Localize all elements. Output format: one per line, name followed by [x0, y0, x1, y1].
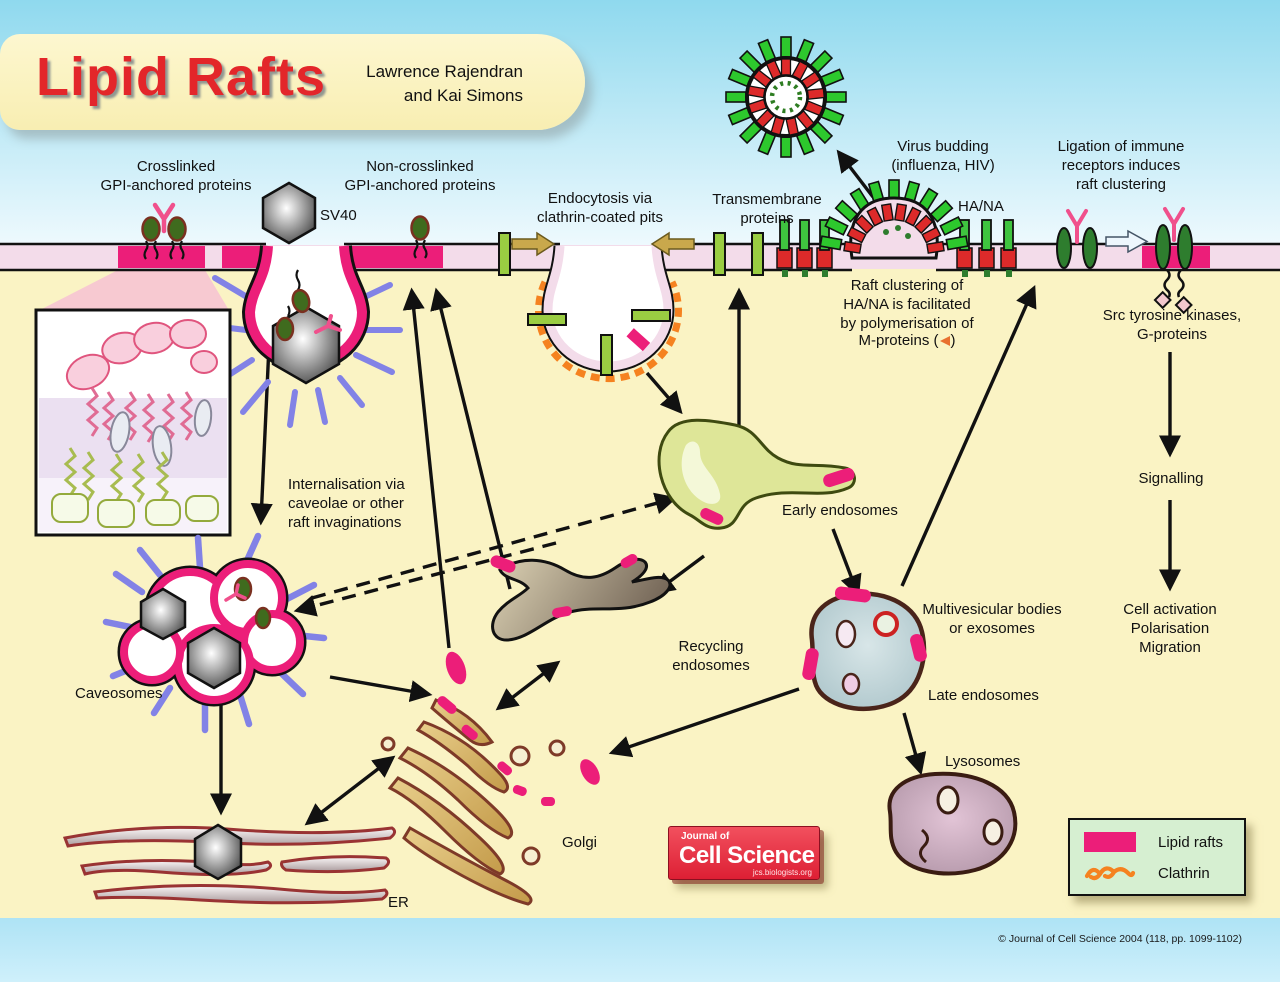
- lipid-raft-swatch: [1084, 832, 1136, 852]
- pit-transmembrane-bars: [527, 309, 671, 376]
- transmembrane-proteins: [498, 232, 764, 276]
- logo-cell-science: Cell Science: [679, 842, 815, 869]
- gpi-in-caveola: [275, 269, 342, 342]
- logo-journal-of: Journal of: [681, 831, 730, 842]
- sv40-in-caveosome: [139, 587, 187, 641]
- label-early-endosomes: Early endosomes: [782, 502, 898, 519]
- label-raft-clustering: Raft clustering of HA/NA is facilitated …: [840, 277, 974, 333]
- label-golgi: Golgi: [562, 834, 598, 851]
- title-banner: Lipid Rafts Lawrence Rajendran and Kai S…: [0, 34, 585, 130]
- poster-title: Lipid Rafts: [36, 47, 326, 107]
- label-late-endosomes: Late endosomes: [928, 687, 1039, 704]
- sv40-in-caveosome: [186, 626, 242, 690]
- early-endosome: [657, 418, 856, 530]
- label-lysosomes: Lysosomes: [945, 753, 1021, 770]
- label-er: ER: [388, 894, 409, 911]
- crosslinked-gpi: [141, 202, 187, 260]
- caveola: [202, 245, 403, 428]
- label-hana: HA/NA: [958, 198, 1004, 215]
- label-endocytosis: Endocytosis via clathrin-coated pits: [537, 190, 663, 227]
- label-internalisation: Internalisation via caveolae or other ra…: [288, 476, 405, 532]
- label-ligation: Ligation of immune receptors induces raf…: [1057, 138, 1185, 194]
- label-src-kinases: Src tyrosine kinases, G-proteins: [1102, 307, 1242, 344]
- clathrin-pit: [527, 245, 682, 383]
- recycling-endosome: [490, 554, 672, 642]
- label-cell-activation: Cell activation Polarisation Migration: [1123, 601, 1217, 657]
- label-virus-budding: Virus budding (influenza, HIV): [891, 138, 995, 175]
- copyright: © Journal of Cell Science 2004 (118, pp.…: [998, 933, 1242, 945]
- m-proteins-prefix: M-proteins (: [858, 332, 939, 349]
- m-proteins-suffix: ): [950, 332, 956, 349]
- hana-spikes: [779, 219, 1014, 277]
- label-crosslinked-gpi: Crosslinked GPI-anchored proteins: [100, 158, 252, 195]
- label-multivesicular: Multivesicular bodies or exosomes: [922, 601, 1062, 638]
- clustering-arrow: [1105, 229, 1149, 254]
- pathway-arrows: [209, 149, 1182, 826]
- noncrosslinked-gpi: [410, 215, 430, 259]
- label-recycling-endosomes: Recycling endosomes: [672, 638, 750, 675]
- caveosome: [102, 532, 328, 734]
- raft-spotlight: [36, 270, 230, 312]
- label-noncrosslinked-gpi: Non-crosslinked GPI-anchored proteins: [344, 158, 496, 195]
- late-endosome: [802, 586, 927, 712]
- sv40-virion: [261, 181, 317, 245]
- virus-bud: [819, 179, 969, 260]
- g-protein: [1153, 290, 1172, 310]
- g-protein: [1174, 295, 1193, 315]
- sv40-on-er: [193, 823, 243, 881]
- clathrin-coat: [535, 280, 682, 383]
- endocytosis-direction-arrows: [511, 231, 695, 257]
- label-m-proteins: M-proteins (): [812, 332, 1002, 349]
- lysosome: [887, 771, 1018, 876]
- legend-clathrin: Clathrin: [1158, 864, 1210, 882]
- label-signalling: Signalling: [1138, 470, 1204, 487]
- immune-receptors: [1056, 207, 1193, 315]
- golgi: [380, 651, 600, 906]
- label-caveosomes: Caveosomes: [75, 685, 163, 702]
- authors: Lawrence Rajendran and Kai Simons: [366, 62, 523, 105]
- label-sv40: SV40: [320, 207, 357, 224]
- legend-lipid-rafts: Lipid rafts: [1158, 833, 1224, 851]
- clathrin-swatch-icon: [1084, 866, 1136, 881]
- legend: Lipid rafts Clathrin: [1068, 818, 1246, 896]
- er: [62, 823, 397, 905]
- logo-url: jcs.biologists.org: [752, 868, 812, 877]
- free-virus: [725, 36, 847, 158]
- journal-logo: Journal of Cell Science jcs.biologists.o…: [668, 826, 820, 880]
- label-transmembrane: Transmembrane proteins: [712, 191, 822, 228]
- raft-structure-inset: [34, 308, 232, 537]
- m-protein-icon: [939, 335, 950, 346]
